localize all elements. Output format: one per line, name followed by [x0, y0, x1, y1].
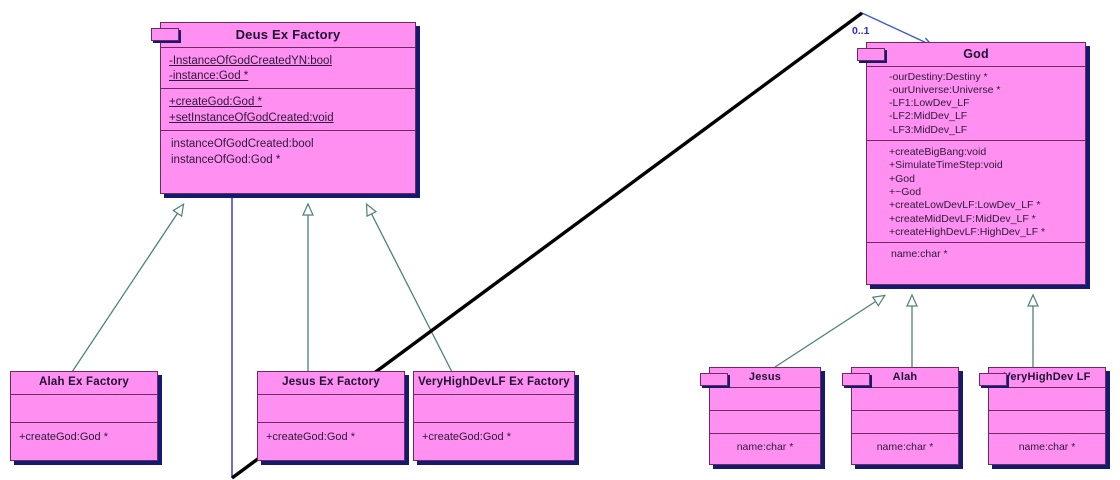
- operations-compartment: +createBigBang:void +SimulateTimeStep:vo…: [867, 140, 1085, 242]
- class-tab-icon: [979, 373, 1007, 386]
- operation-row: +createBigBang:void: [889, 146, 987, 159]
- class-title: God: [963, 47, 989, 61]
- operations-compartment: [852, 410, 958, 433]
- class-title: Deus Ex Factory: [235, 27, 341, 42]
- operation-row: +createGod:God *: [19, 430, 108, 443]
- extra-row: instanceOfGodCreated:bool: [171, 138, 314, 151]
- class-box-veryhighdevlf-ex-factory[interactable]: VeryHighDevLF Ex Factory +createGod:God …: [413, 371, 575, 461]
- extra-row: name:char *: [736, 441, 794, 453]
- association-multiplicity-label: 0..1: [852, 25, 870, 37]
- extra-row: name:char *: [891, 248, 948, 261]
- generalization-jesus-god: [774, 294, 887, 368]
- attribute-row: -LF1:LowDev_LF: [889, 97, 970, 110]
- class-box-veryhighdev-lf[interactable]: VeryHighDev LF name:char *: [979, 367, 1106, 465]
- operations-compartment: +createGod:God *: [258, 421, 404, 444]
- generalization-vhdfactory-deus: [365, 202, 453, 373]
- extra-compartment: name:char *: [867, 242, 1085, 265]
- association-deus-god: [231, 12, 931, 478]
- attribute-row: -LF2:MidDev_LF: [889, 110, 968, 123]
- operations-compartment: +createGod:God *: [414, 421, 574, 444]
- operations-compartment: [989, 410, 1105, 433]
- class-title: Alah: [892, 371, 918, 383]
- class-title: Jesus Ex Factory: [282, 376, 380, 388]
- class-box-deus-ex-factory[interactable]: Deus Ex Factory -InstanceOfGodCreatedYN:…: [151, 22, 416, 194]
- attribute-row: -instance:God *: [169, 69, 249, 82]
- attributes-compartment: -ourDestiny:Destiny * -ourUniverse:Unive…: [867, 65, 1085, 141]
- class-box-god[interactable]: God -ourDestiny:Destiny * -ourUniverse:U…: [857, 42, 1086, 285]
- extra-row: name:char *: [1018, 441, 1076, 453]
- extra-compartment: name:char *: [852, 433, 958, 453]
- class-tab-icon: [151, 28, 179, 41]
- operation-row: +setInstanceOfGodCreated:void: [169, 111, 334, 124]
- operation-row: +God: [889, 172, 915, 185]
- attributes-compartment: [11, 393, 157, 422]
- class-box-jesus-ex-factory[interactable]: Jesus Ex Factory +createGod:God *: [257, 371, 405, 461]
- generalization-alahfactory-deus: [71, 202, 185, 373]
- extra-compartment: name:char *: [710, 433, 820, 453]
- extra-row: name:char *: [876, 441, 934, 453]
- attributes-compartment: [989, 387, 1105, 410]
- attributes-compartment: [710, 387, 820, 410]
- attributes-compartment: -InstanceOfGodCreatedYN:bool -instance:G…: [161, 47, 415, 88]
- class-box-alah-ex-factory[interactable]: Alah Ex Factory +createGod:God *: [10, 371, 158, 461]
- class-box-jesus[interactable]: Jesus name:char *: [700, 367, 821, 465]
- operation-row: +createGod:God *: [422, 430, 511, 443]
- attribute-row: -ourDestiny:Destiny *: [889, 70, 988, 83]
- class-tab-icon: [700, 373, 728, 386]
- class-title: VeryHighDevLF Ex Factory: [418, 376, 570, 388]
- attribute-row: -InstanceOfGodCreatedYN:bool: [169, 54, 333, 67]
- operation-row: +createHighDevLF:HighDev_LF *: [889, 226, 1046, 239]
- class-tab-icon: [857, 48, 885, 61]
- operation-row: +createMidDevLF:MidDev_LF *: [889, 212, 1036, 225]
- operation-row: +createGod:God *: [169, 96, 263, 109]
- class-title: Jesus: [748, 371, 782, 383]
- operation-row: +~God: [889, 186, 922, 199]
- attributes-compartment: [414, 393, 574, 422]
- operation-row: +createGod:God *: [266, 430, 355, 443]
- class-tab-icon: [842, 373, 870, 386]
- attributes-compartment: [258, 393, 404, 422]
- operation-row: +createLowDevLF:LowDev_LF *: [889, 199, 1041, 212]
- attribute-row: -ourUniverse:Universe *: [889, 83, 1001, 96]
- class-box-alah[interactable]: Alah name:char *: [842, 367, 959, 465]
- class-title: Alah Ex Factory: [39, 376, 129, 388]
- attributes-compartment: [852, 387, 958, 410]
- operations-compartment: +createGod:God *: [11, 421, 157, 444]
- extra-compartment: name:char *: [989, 433, 1105, 453]
- operations-compartment: +createGod:God * +setInstanceOfGodCreate…: [161, 87, 415, 130]
- attribute-row: -LF3:MidDev_LF: [889, 123, 968, 136]
- extra-compartment: instanceOfGodCreated:bool instanceOfGod:…: [161, 129, 415, 172]
- class-title: VeryHighDev LF: [1003, 371, 1091, 383]
- operations-compartment: [710, 410, 820, 433]
- operation-row: +SimulateTimeStep:void: [889, 159, 1003, 172]
- extra-row: instanceOfGod:God *: [171, 153, 281, 166]
